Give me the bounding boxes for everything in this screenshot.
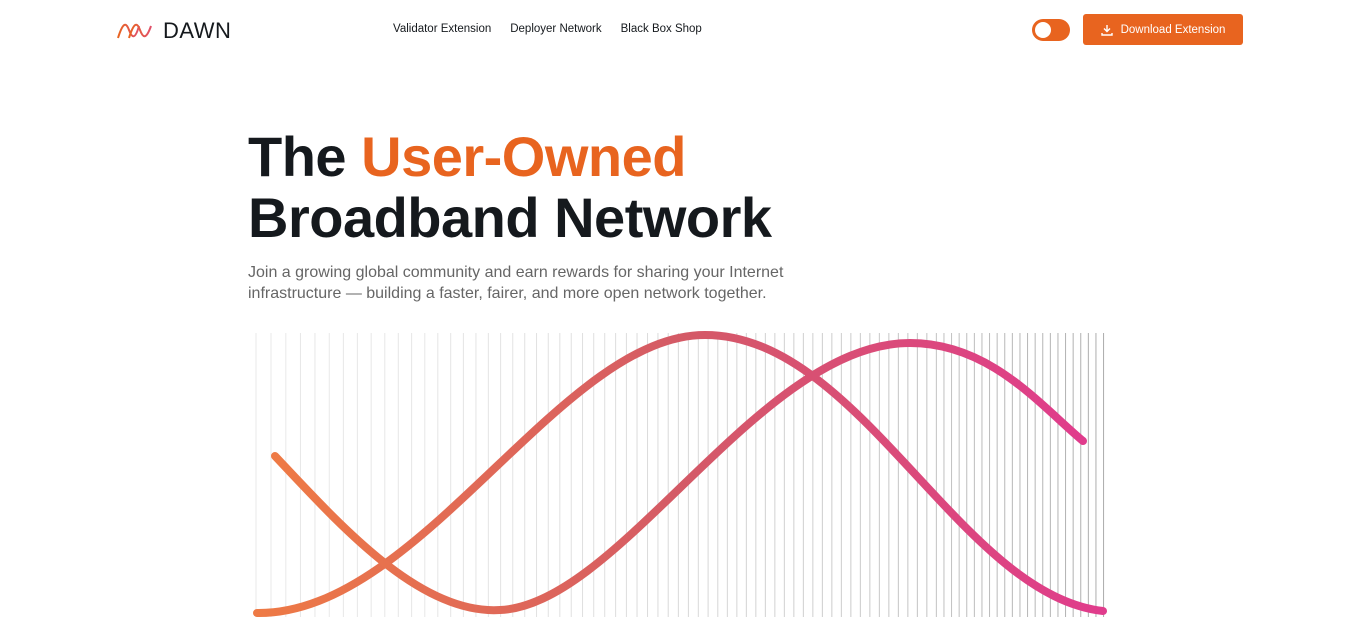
title-accent: User-Owned bbox=[361, 125, 686, 188]
download-icon bbox=[1100, 24, 1113, 36]
brand-name: DAWN bbox=[163, 18, 232, 43]
nav-black-box-shop[interactable]: Black Box Shop bbox=[620, 23, 702, 35]
hero-wave-illustration bbox=[253, 330, 1107, 618]
dawn-logo-icon bbox=[117, 23, 152, 39]
download-label: Download Extension bbox=[1120, 23, 1226, 36]
wave-curve-b bbox=[271, 338, 1087, 615]
title-prefix: The bbox=[248, 125, 362, 188]
nav-deployer-network[interactable]: Deployer Network bbox=[510, 23, 602, 35]
hero-subtitle: Join a growing global community and earn… bbox=[248, 264, 784, 302]
download-extension-button[interactable]: Download Extension bbox=[1083, 14, 1243, 45]
main-nav: Validator Extension Deployer Network Bla… bbox=[393, 23, 702, 35]
wave-curve-a bbox=[253, 330, 1107, 618]
theme-toggle[interactable] bbox=[1032, 19, 1070, 41]
title-line2: Broadband Network bbox=[248, 186, 772, 249]
nav-validator-extension[interactable]: Validator Extension bbox=[393, 23, 492, 35]
grid-lines bbox=[255, 333, 1105, 617]
logo[interactable]: DAWN bbox=[117, 18, 231, 44]
